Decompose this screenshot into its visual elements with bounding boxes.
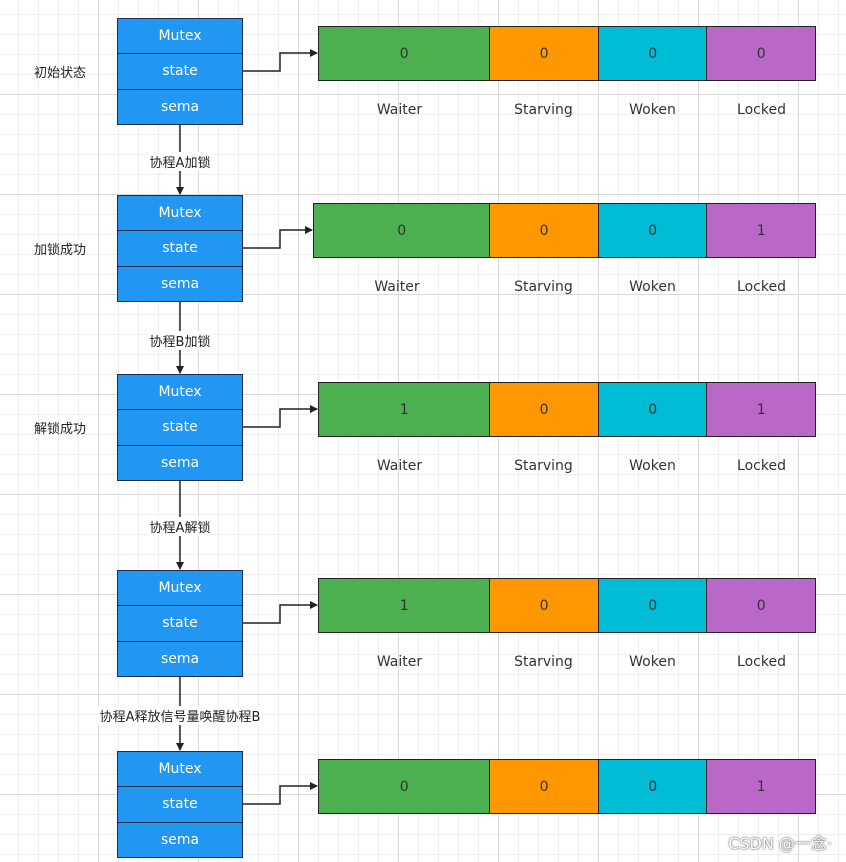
bit-name-waiter: Waiter	[374, 279, 420, 295]
bit-name-waiter: Waiter	[376, 102, 423, 118]
mutex-field-mutex: Mutex	[118, 375, 242, 410]
transition-label: 协程B加锁	[147, 331, 213, 350]
bit-waiter: 0	[314, 204, 490, 257]
mutex-field-state: state	[118, 53, 242, 89]
bit-name-locked: Locked	[737, 279, 786, 295]
mutex-field-mutex: Mutex	[118, 196, 242, 231]
row-label: 加锁成功	[34, 243, 87, 258]
mutex-field-sema: sema	[118, 265, 242, 301]
state-link-arrow	[243, 49, 318, 72]
mutex-field-mutex: Mutex	[118, 752, 242, 787]
bit-starving: 0	[489, 27, 598, 80]
bit-name-starving: Starving	[514, 279, 573, 295]
bit-name-starving: Starving	[514, 102, 573, 118]
mutex-field-sema: sema	[118, 640, 242, 676]
mutex-field-state: state	[118, 786, 242, 822]
mutex-field-mutex: Mutex	[118, 571, 242, 606]
mutex-field-sema: sema	[118, 821, 242, 857]
transition-label: 协程A释放信号量唤醒协程B	[97, 706, 263, 725]
bit-starving: 0	[489, 760, 598, 813]
bit-name-row: Waiter Starving Woken Locked	[313, 279, 816, 299]
bit-name-locked: Locked	[737, 654, 786, 670]
mutex-field-state: state	[118, 409, 242, 445]
mutex-field-state: state	[118, 230, 242, 266]
bit-name-woken: Woken	[629, 458, 676, 474]
bit-waiter: 0	[319, 760, 490, 813]
bit-name-row: Waiter Starving Woken Locked	[318, 654, 816, 674]
bit-waiter: 1	[319, 383, 490, 436]
state-link-arrow	[243, 601, 318, 624]
bit-name-woken: Woken	[629, 279, 676, 295]
bit-name-woken: Woken	[629, 654, 676, 670]
bit-woken: 0	[597, 383, 707, 436]
bit-woken: 0	[597, 27, 707, 80]
bit-waiter: 1	[319, 579, 490, 632]
transition-label: 协程A解锁	[147, 517, 213, 536]
bit-woken: 0	[597, 760, 707, 813]
transition-label: 协程A加锁	[147, 152, 213, 171]
mutex-field-mutex: Mutex	[118, 19, 242, 54]
bit-waiter: 0	[319, 27, 490, 80]
bit-name-locked: Locked	[737, 102, 786, 118]
bit-starving: 0	[489, 383, 598, 436]
bit-woken: 0	[597, 579, 707, 632]
row-label: 初始状态	[34, 66, 87, 81]
state-link-arrow	[243, 782, 318, 805]
bit-name-woken: Woken	[629, 102, 676, 118]
bit-name-waiter: Waiter	[376, 458, 423, 474]
bit-name-row: Waiter Starving Woken Locked	[318, 102, 816, 122]
state-link-arrow	[243, 226, 313, 249]
state-link-arrow	[243, 405, 318, 428]
mutex-field-sema: sema	[118, 88, 242, 124]
bit-starving: 0	[489, 579, 598, 632]
bit-name-row: Waiter Starving Woken Locked	[318, 458, 816, 478]
bit-locked: 0	[706, 579, 815, 632]
bit-locked: 1	[706, 760, 815, 813]
bit-name-starving: Starving	[514, 458, 573, 474]
bit-locked: 1	[706, 204, 815, 257]
bit-locked: 1	[706, 383, 815, 436]
bit-name-waiter: Waiter	[376, 654, 423, 670]
bit-name-starving: Starving	[514, 654, 573, 670]
mutex-field-sema: sema	[118, 444, 242, 480]
row-label: 解锁成功	[34, 422, 87, 437]
mutex-field-state: state	[118, 605, 242, 641]
bit-name-locked: Locked	[737, 458, 786, 474]
bit-woken: 0	[597, 204, 707, 257]
watermark: CSDN @一念·	[728, 834, 832, 853]
bit-starving: 0	[489, 204, 598, 257]
bit-locked: 0	[706, 27, 815, 80]
